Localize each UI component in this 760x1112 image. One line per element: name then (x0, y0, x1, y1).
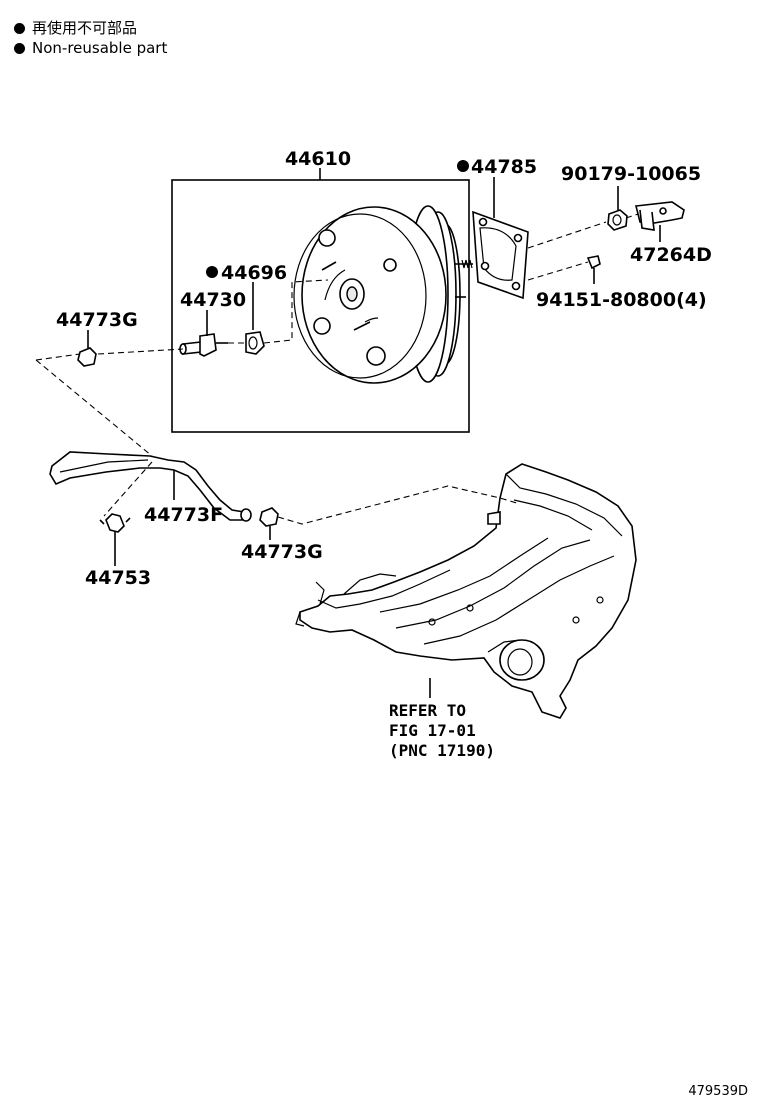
grommet-drawing (245, 331, 265, 355)
intake-manifold-drawing (295, 463, 637, 719)
non-reusable-dot-icon (14, 22, 25, 34)
clamp-upper-drawing (77, 347, 97, 367)
dashed-reference-lines (35, 213, 639, 525)
bracket-drawing (635, 201, 685, 231)
legend-english-text: Non-reusable part (32, 39, 168, 57)
gasket-drawing (472, 210, 529, 300)
legend-japanese-text: 再使用不可部品 (32, 19, 138, 37)
non-reusable-dot-icon (206, 266, 218, 278)
label-44773F: 44773F (144, 504, 223, 526)
legend-english: Non-reusable part (14, 38, 167, 58)
legend-japanese: 再使用不可部品 (14, 18, 137, 38)
nut-drawing (607, 209, 628, 231)
label-44785: 44785 (471, 156, 537, 178)
stud-nut-drawing (586, 255, 601, 284)
label-44696: 44696 (221, 262, 287, 284)
label-44773G-lower: 44773G (241, 541, 323, 563)
refer-line-3: (PNC 17190) (389, 741, 495, 760)
refer-line-2: FIG 17-01 (389, 721, 476, 740)
refer-line-1: REFER TO (389, 701, 466, 720)
non-reusable-dot-icon (457, 160, 469, 172)
clip-drawing (99, 513, 131, 533)
label-94151-80800: 94151-80800(4) (536, 289, 707, 311)
label-44773G-upper: 44773G (56, 309, 138, 331)
label-44753: 44753 (85, 567, 151, 589)
figure-id: 479539D (688, 1084, 748, 1099)
check-valve-drawing (179, 333, 228, 357)
label-90179-10065: 90179-10065 (561, 163, 701, 185)
label-47264D: 47264D (630, 244, 712, 266)
non-reusable-dot-icon (14, 42, 25, 54)
clamp-lower-drawing (259, 507, 279, 527)
label-44610: 44610 (285, 148, 351, 170)
label-44730: 44730 (180, 289, 246, 311)
vacuum-hose-drawing (49, 451, 252, 522)
brake-booster-drawing (293, 205, 473, 384)
